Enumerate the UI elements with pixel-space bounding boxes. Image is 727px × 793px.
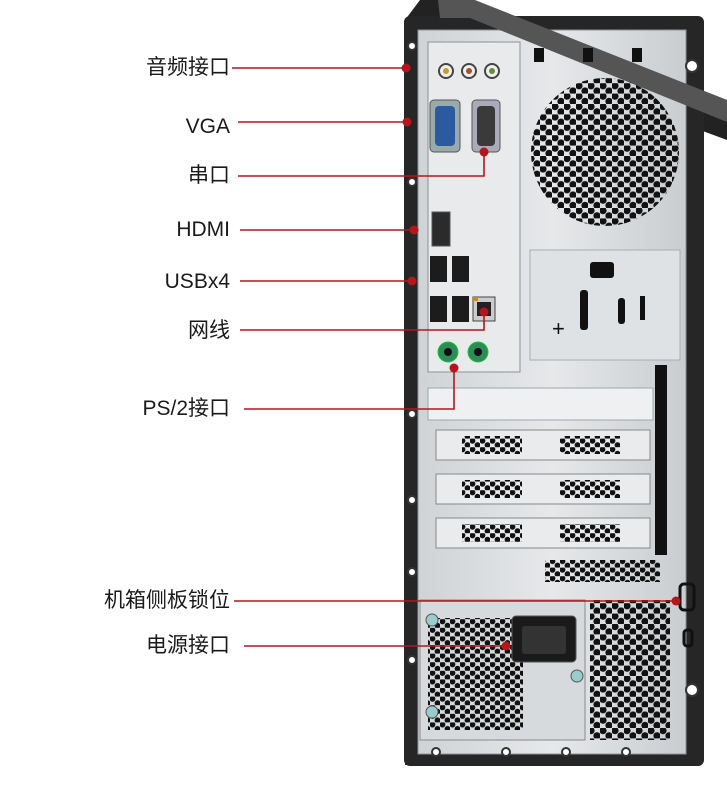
expansion-slots	[427, 365, 667, 555]
audio-jacks	[438, 63, 500, 79]
leader-hdmi-port-dot	[409, 225, 419, 235]
leader-serial-port-dot	[479, 147, 489, 157]
label-power-port: 电源接口	[146, 634, 230, 657]
power-supply	[419, 599, 586, 741]
leader-vga-port-dot	[402, 117, 412, 127]
hdmi-connector	[431, 211, 451, 247]
leader-ps2-port-dot	[449, 363, 459, 373]
serial-connector	[471, 99, 501, 153]
leader-audio-port-dot	[401, 63, 411, 73]
leader-network-port-dot	[479, 307, 489, 317]
label-vga-port: VGA	[185, 115, 230, 138]
leader-power-port-dot	[501, 641, 511, 651]
leader-usb-ports-dot	[407, 276, 417, 286]
label-usb-ports: USBx4	[164, 270, 230, 293]
leader-lines	[232, 63, 681, 651]
label-ps2-port: PS/2接口	[142, 397, 230, 420]
io-shield	[427, 41, 521, 373]
svg-text:+: +	[552, 316, 565, 341]
label-side-panel-lock: 机箱侧板锁位	[104, 589, 230, 612]
side-panel-lock-slot	[678, 582, 696, 648]
leader-ps2-port	[244, 368, 455, 410]
leader-network-port	[240, 312, 485, 331]
leader-serial-port	[238, 152, 485, 177]
label-serial-port: 串口	[188, 164, 230, 187]
middle-panel: +	[529, 249, 681, 361]
lower-vent	[545, 560, 670, 740]
vga-connector	[429, 99, 461, 153]
ps2-connectors	[437, 341, 489, 363]
label-audio-port: 音频接口	[146, 56, 230, 79]
leader-side-lock-dot	[671, 596, 681, 606]
fan-vent	[531, 48, 679, 226]
usb-connectors	[430, 256, 469, 322]
label-hdmi-port: HDMI	[176, 218, 230, 241]
case-screws	[407, 41, 699, 757]
label-network-port: 网线	[188, 319, 230, 342]
